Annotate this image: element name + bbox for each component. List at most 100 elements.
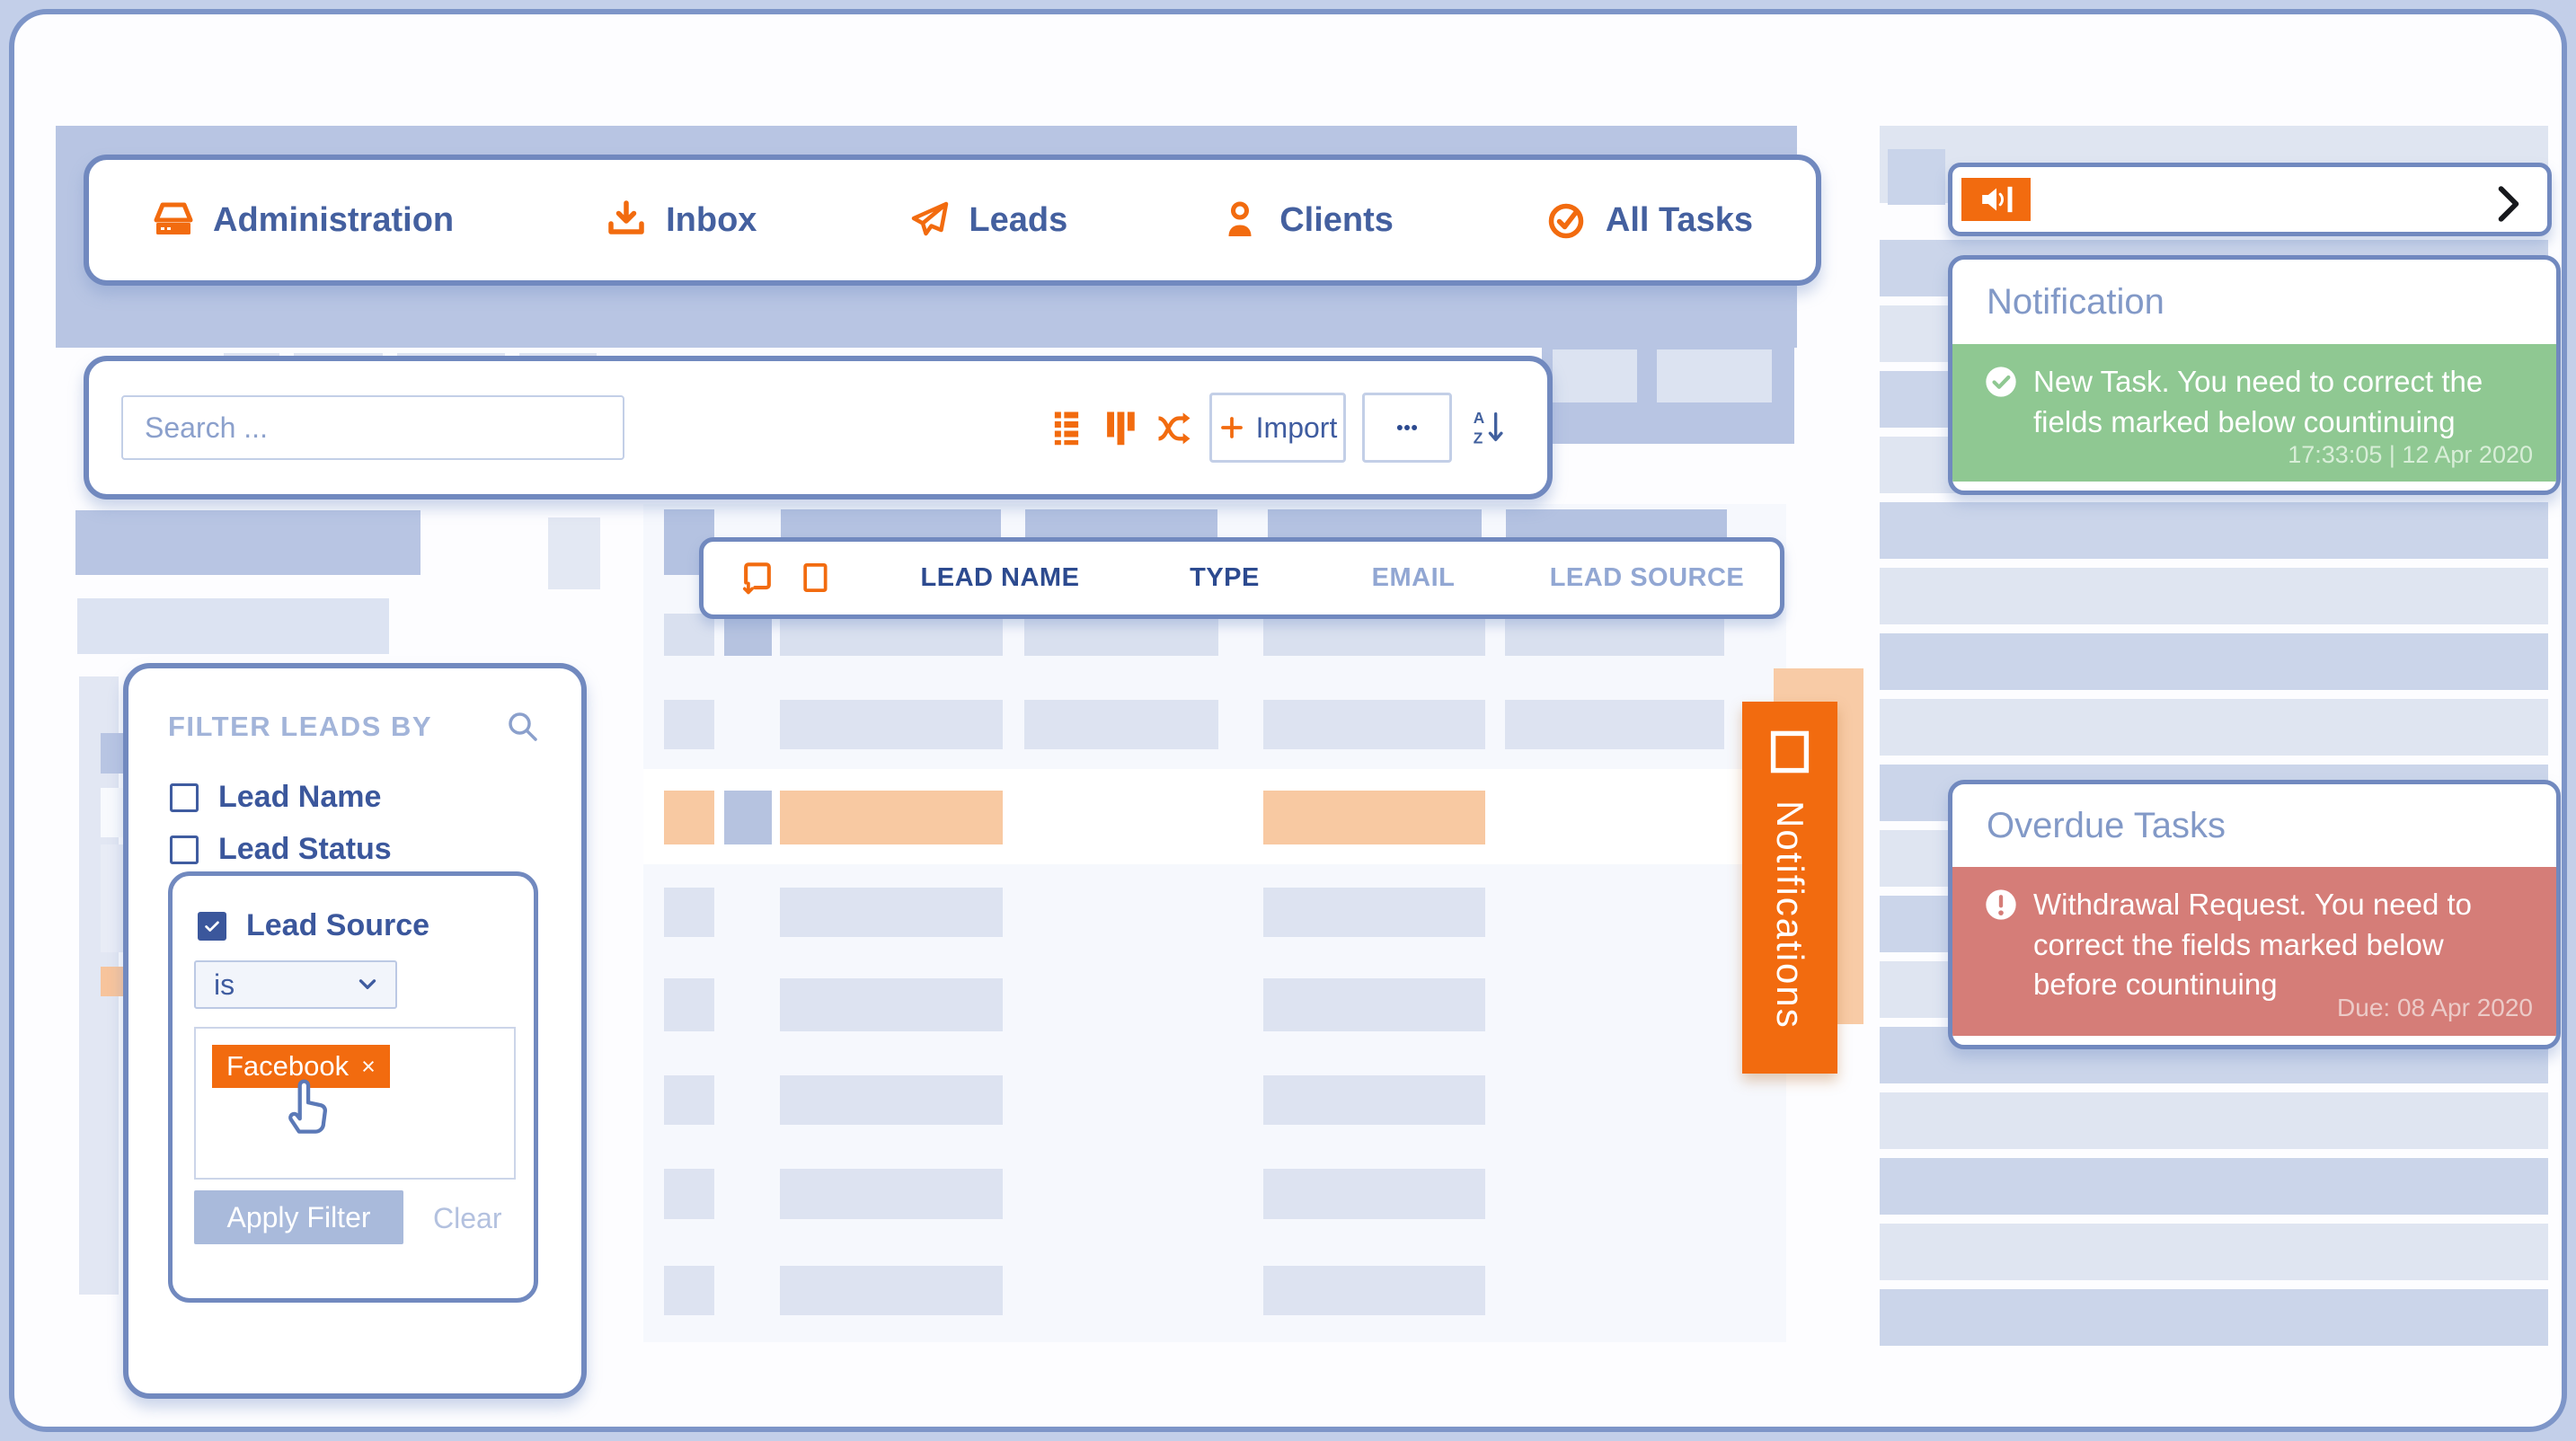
hand-cursor-icon [288, 1079, 327, 1134]
table-cell [780, 1266, 1003, 1315]
operator-select[interactable]: is [194, 960, 397, 1009]
checkbox-label: Lead Source [246, 908, 430, 942]
sidebar-row [1880, 1092, 2548, 1149]
table-cell [780, 1169, 1003, 1219]
sidebar-row [1880, 1158, 2548, 1215]
merge-icon[interactable] [1155, 409, 1193, 446]
table-cell [1263, 1075, 1485, 1125]
checkbox-checked[interactable] [198, 911, 226, 941]
table-cell [664, 888, 714, 937]
filter-checkbox-lead-status[interactable]: Lead Status [170, 832, 392, 867]
checkbox-label: Lead Status [218, 832, 392, 866]
overdue-message: Withdrawal Request. You need to correct … [2033, 888, 2472, 1002]
kanban-view-icon[interactable] [1102, 409, 1139, 446]
alert-badge-icon [1986, 889, 2016, 920]
notification-card-title: Notification [1987, 281, 2164, 322]
table-cell [664, 1266, 714, 1315]
filter-panel: FILTER LEADS BY Lead Name Lead Status Le… [123, 663, 587, 1399]
table-cell [1024, 614, 1218, 656]
table-cell [1263, 978, 1485, 1031]
table-cell [780, 1075, 1003, 1125]
import-label: Import [1255, 411, 1338, 444]
plus-icon [1220, 417, 1243, 438]
checkbox-unchecked[interactable] [170, 782, 199, 812]
table-cell [1505, 700, 1724, 749]
table-cell [1263, 1169, 1485, 1219]
clear-filter-button[interactable]: Clear [433, 1202, 502, 1234]
square-icon [1770, 730, 1810, 774]
check-icon [205, 921, 219, 932]
table-cell-highlight [780, 791, 1003, 844]
tag-remove-icon[interactable]: × [361, 1052, 376, 1080]
person-icon [1228, 201, 1252, 236]
skeleton-block [75, 510, 420, 575]
search-icon[interactable] [504, 708, 542, 746]
skeleton-block [77, 598, 389, 654]
sidebar-row [1880, 1224, 2548, 1280]
operator-value: is [214, 968, 235, 1001]
table-cell [1263, 1266, 1485, 1315]
sidebar-row [1880, 633, 2548, 690]
nav-item-administration[interactable]: Administration [152, 199, 454, 242]
tag-container[interactable]: Facebook × [194, 1027, 516, 1180]
overdue-card-header: Overdue Tasks [1952, 784, 2556, 867]
nav-label: Leads [969, 200, 1068, 239]
table-cell [1263, 700, 1485, 749]
sidebar-row-square [1888, 149, 1945, 205]
apply-filter-button[interactable]: Apply Filter [194, 1190, 403, 1244]
nav-label: Administration [213, 200, 455, 239]
speaker-icon [1981, 186, 2012, 213]
nav-item-inbox[interactable]: Inbox [605, 199, 757, 242]
tag-label: Facebook [226, 1050, 350, 1082]
overdue-tasks-card: Overdue Tasks Withdrawal Request. You ne… [1948, 780, 2561, 1049]
notifications-tab[interactable]: Notifications [1742, 702, 1837, 1074]
nav-item-leads[interactable]: Leads [907, 199, 1067, 242]
check-circle-icon [1548, 203, 1584, 239]
table-cell [780, 978, 1003, 1031]
column-header-lead-source: LEAD SOURCE [1549, 563, 1745, 592]
check-badge-icon [1986, 367, 2016, 397]
speaker-icon-box [1961, 178, 2031, 221]
table-cell [780, 700, 1003, 749]
list-view-icon[interactable] [1048, 409, 1085, 446]
table-cell [664, 1169, 714, 1219]
more-button[interactable] [1362, 393, 1452, 463]
notification-card: Notification New Task. You need to corre… [1948, 255, 2561, 495]
skeleton-block [548, 517, 600, 589]
filter-checkbox-lead-source[interactable]: Lead Source [198, 908, 429, 943]
table-cell [1263, 614, 1485, 656]
table-cell [1505, 614, 1724, 656]
search-input[interactable] [121, 395, 624, 460]
notification-card-body: New Task. You need to correct the fields… [1952, 344, 2556, 482]
table-cell-highlight [1263, 791, 1485, 844]
computer-icon [154, 202, 193, 234]
table-cell [664, 614, 714, 656]
tag-facebook[interactable]: Facebook × [212, 1045, 390, 1088]
table-cell-highlight [664, 791, 714, 844]
sort-az-icon[interactable]: AZ [1468, 407, 1509, 448]
skeleton-block [1657, 349, 1772, 402]
ellipsis-icon [1396, 425, 1418, 430]
add-lead-icon[interactable] [738, 558, 777, 597]
table-cell [664, 700, 714, 749]
column-header-email: EMAIL [1371, 563, 1456, 592]
nav-item-clients[interactable]: Clients [1218, 199, 1394, 242]
notification-message: New Task. You need to correct the fields… [2033, 365, 2483, 438]
skeleton-block [1553, 349, 1637, 402]
chevron-down-icon [359, 979, 376, 989]
filter-checkbox-lead-name[interactable]: Lead Name [170, 780, 381, 815]
chevron-right-icon[interactable] [2495, 185, 2522, 223]
nav-item-all-tasks[interactable]: All Tasks [1545, 199, 1753, 242]
checkbox-unchecked[interactable] [170, 835, 199, 864]
notifications-tab-label: Notifications [1769, 800, 1811, 1030]
svg-text:Z: Z [1474, 429, 1483, 446]
notification-timestamp: 17:33:05 | 12 Apr 2020 [2288, 440, 2533, 468]
select-all-checkbox-icon[interactable] [797, 560, 833, 596]
top-navigation-bar: Administration Inbox Leads Clients All T… [84, 155, 1821, 286]
announcement-bar[interactable] [1948, 163, 2552, 236]
table-cell [780, 888, 1003, 937]
import-button[interactable]: Import [1209, 393, 1346, 463]
table-cell [1263, 888, 1485, 937]
filter-panel-title: FILTER LEADS BY [168, 711, 433, 742]
